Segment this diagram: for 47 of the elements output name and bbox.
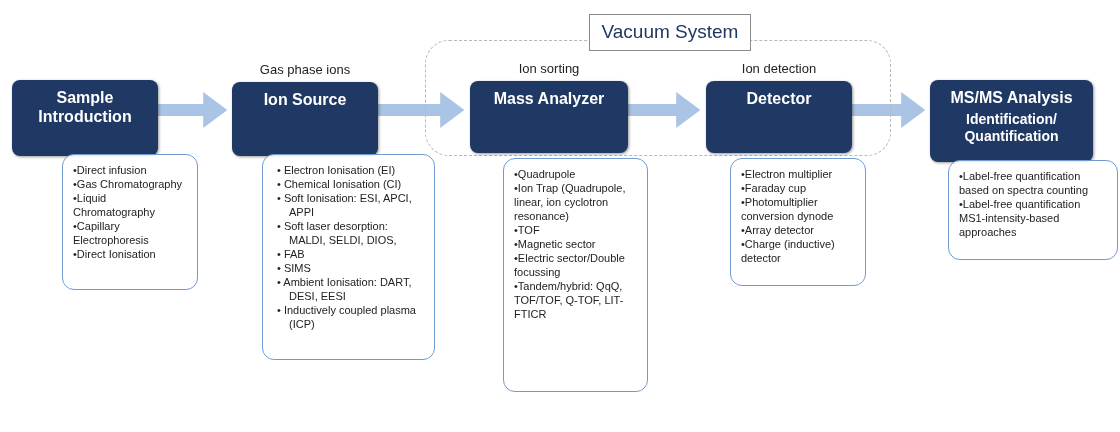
list-item: • Electron Ionisation (EI) [277,163,397,177]
block-arrow [378,92,465,128]
method-list-box [62,154,198,290]
method-list-box [262,154,435,360]
list-item: • Soft Ionisation: ESI, APCI, APPI [277,191,413,219]
stage-title: Sample Introduction [37,88,133,127]
stage-title: Ion Source [263,90,347,110]
block-arrow [627,92,701,128]
stage-title: Mass Analyzer [493,89,605,109]
method-list-box [503,158,648,392]
list-item: •Faraday cup [741,181,807,195]
list-item: •Tandem/hybrid: QqQ, TOF/TOF, Q-TOF, LIT-FTICR [514,279,625,321]
block-arrow [158,92,228,128]
method-list-box [948,160,1118,260]
list-item: •Electric sector/Double focussing [514,251,626,279]
list-item: •Ion Trap (Quadrupole, linear, ion cyclotron resonance) [514,181,627,223]
list-item: •Direct infusion [73,163,148,177]
list-item: • SIMS [277,261,312,275]
list-item: •Liquid Chromatography [73,191,156,219]
region-title: Vacuum System [589,14,751,51]
list-item: •TOF [514,223,541,237]
list-item: •Label-free quantification MS1-intensity-based approaches [959,197,1082,239]
list-item: • Soft laser desorption: MALDI, SELDI, DIOS, [277,219,398,247]
list-item: •Label-free quantification based on spectra counting [959,169,1090,197]
stage-box [930,80,1093,162]
block-arrow [851,92,926,128]
stage-title: Identification/ Quantification [963,111,1060,145]
list-item: • Inductively coupled plasma (ICP) [277,303,417,331]
list-item: •Photomultiplier conversion dynode [741,195,835,223]
stage-title: MS/MS Analysis [950,88,1073,108]
list-item: •Array detector [741,223,815,237]
list-item: •Magnetic sector [514,237,597,251]
list-item: • Chemical Ionisation (CI) [277,177,403,191]
list-item: •Capillary Electrophoresis [73,219,150,247]
list-item: •Gas Chromatography [73,177,183,191]
list-item: •Charge (inductive) detector [741,237,836,265]
stage-title: Detector [746,89,812,109]
list-item: • FAB [277,247,306,261]
list-item: • Ambient Ionisation: DART, DESI, EESI [277,275,413,303]
stage-caption: Gas phase ions [258,61,352,79]
stage-box [12,80,158,156]
list-item: •Electron multiplier [741,167,834,181]
list-item: •Quadrupole [514,167,577,181]
stage-caption: Ion sorting [517,60,581,78]
list-item: •Direct Ionisation [73,247,157,261]
stage-caption: Ion detection [740,60,818,78]
method-list-box [730,158,866,286]
